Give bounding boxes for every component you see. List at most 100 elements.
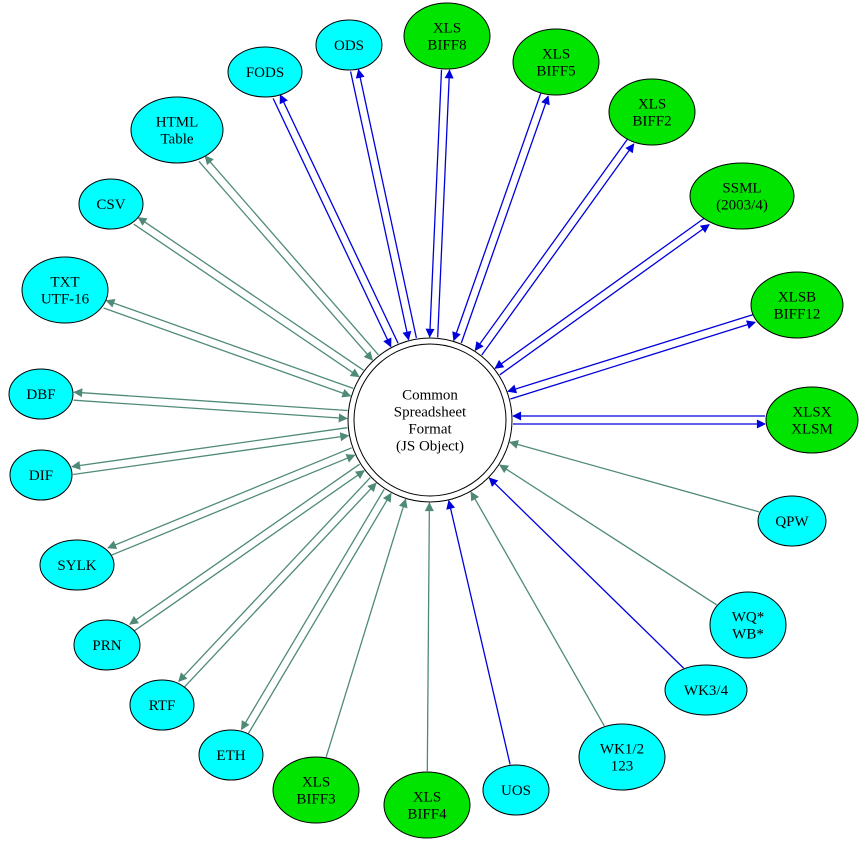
node-fods: FODS — [227, 46, 303, 98]
edge-xls-biff8-write — [437, 69, 454, 338]
edge-ssml-read — [494, 217, 705, 369]
node-uos-ellipse — [482, 764, 550, 816]
node-wq-wb: WQ*WB* — [709, 591, 787, 659]
edge-prn-read — [134, 470, 365, 632]
node-xls-biff3-ellipse — [272, 756, 360, 824]
node-fods-ellipse — [227, 46, 303, 98]
node-html-table-ellipse — [130, 96, 224, 164]
node-wk34-ellipse — [664, 664, 748, 716]
node-qpw-ellipse — [757, 495, 827, 547]
node-dif: DIF — [9, 449, 73, 501]
edge-ssml-write — [499, 224, 710, 376]
edge-dbf-read — [73, 399, 348, 423]
edge-xls-biff5-write — [460, 95, 550, 344]
node-label: WQ*WB* — [732, 610, 765, 643]
edge-html-table-read — [198, 160, 373, 361]
node-label: WK3/4 — [684, 683, 729, 699]
edge-qpw-read — [509, 440, 760, 513]
edge-xls-biff3-read — [325, 498, 408, 758]
edge-ods-read — [349, 71, 412, 341]
node-ssml: SSML(2003/4) — [689, 162, 795, 230]
node-rtf: RTF — [129, 679, 195, 731]
edge-txt-utf16-write — [105, 298, 354, 390]
node-txt-utf16-ellipse — [21, 256, 109, 324]
edges-layer — [71, 68, 766, 772]
edge-xls-biff2-read — [474, 138, 628, 352]
node-label: ETH — [216, 748, 245, 764]
edge-xls-biff5-read — [452, 93, 542, 342]
node-xls-biff2-ellipse — [608, 78, 696, 146]
edge-xls-biff2-write — [481, 143, 635, 356]
edge-xlsb-read — [507, 314, 753, 394]
edge-xls-biff4-read — [424, 502, 434, 772]
node-dbf-ellipse — [8, 368, 74, 420]
edge-eth-read — [247, 492, 392, 734]
node-uos: UOS — [482, 764, 550, 816]
edge-wk12-123-read — [470, 491, 605, 727]
edge-sylk-read — [110, 454, 356, 556]
edge-wq-wb-read — [499, 464, 717, 606]
node-xlsb-ellipse — [750, 271, 844, 339]
edge-sylk-write — [107, 447, 352, 549]
node-label: DBF — [26, 387, 55, 403]
node-xlsx-ellipse — [765, 386, 859, 454]
node-label: CSV — [96, 197, 125, 213]
edge-csv-write — [137, 217, 364, 371]
node-label: RTF — [149, 698, 176, 714]
edge-rtf-write — [178, 477, 371, 683]
node-ods-ellipse — [315, 19, 383, 71]
node-qpw: QPW — [757, 495, 827, 547]
edge-ods-write — [355, 68, 418, 339]
edge-fods-write — [279, 94, 399, 344]
node-xls-biff4-ellipse — [383, 771, 471, 839]
node-csv-ellipse — [78, 178, 144, 230]
center-inner-circle — [353, 343, 507, 497]
edge-dbf-write — [73, 388, 348, 412]
node-sylk: SYLK — [39, 539, 115, 591]
node-wk12-123-ellipse — [578, 723, 666, 791]
node-label: QPW — [775, 514, 809, 530]
edge-rtf-read — [184, 482, 377, 688]
node-ods: ODS — [315, 19, 383, 71]
node-label: FODS — [246, 65, 284, 81]
edge-xls-biff8-read — [425, 69, 443, 338]
node-rtf-ellipse — [129, 679, 195, 731]
node-prn: PRN — [73, 619, 141, 671]
edge-prn-write — [129, 463, 360, 625]
node-sylk-ellipse — [39, 539, 115, 591]
edge-csv-read — [133, 223, 360, 378]
node-label: ODS — [334, 38, 364, 54]
node-dif-ellipse — [9, 449, 73, 501]
node-xls-biff5-ellipse — [512, 28, 600, 96]
edge-wk34-read — [488, 477, 685, 669]
node-dbf: DBF — [8, 368, 74, 420]
node-eth-ellipse — [198, 729, 264, 781]
edge-uos-read — [446, 499, 511, 765]
edge-fods-read — [272, 98, 392, 348]
node-label: UOS — [501, 783, 531, 799]
node-label: PRN — [92, 638, 121, 654]
node-prn-ellipse — [73, 619, 141, 671]
edge-dif-read — [73, 432, 350, 476]
